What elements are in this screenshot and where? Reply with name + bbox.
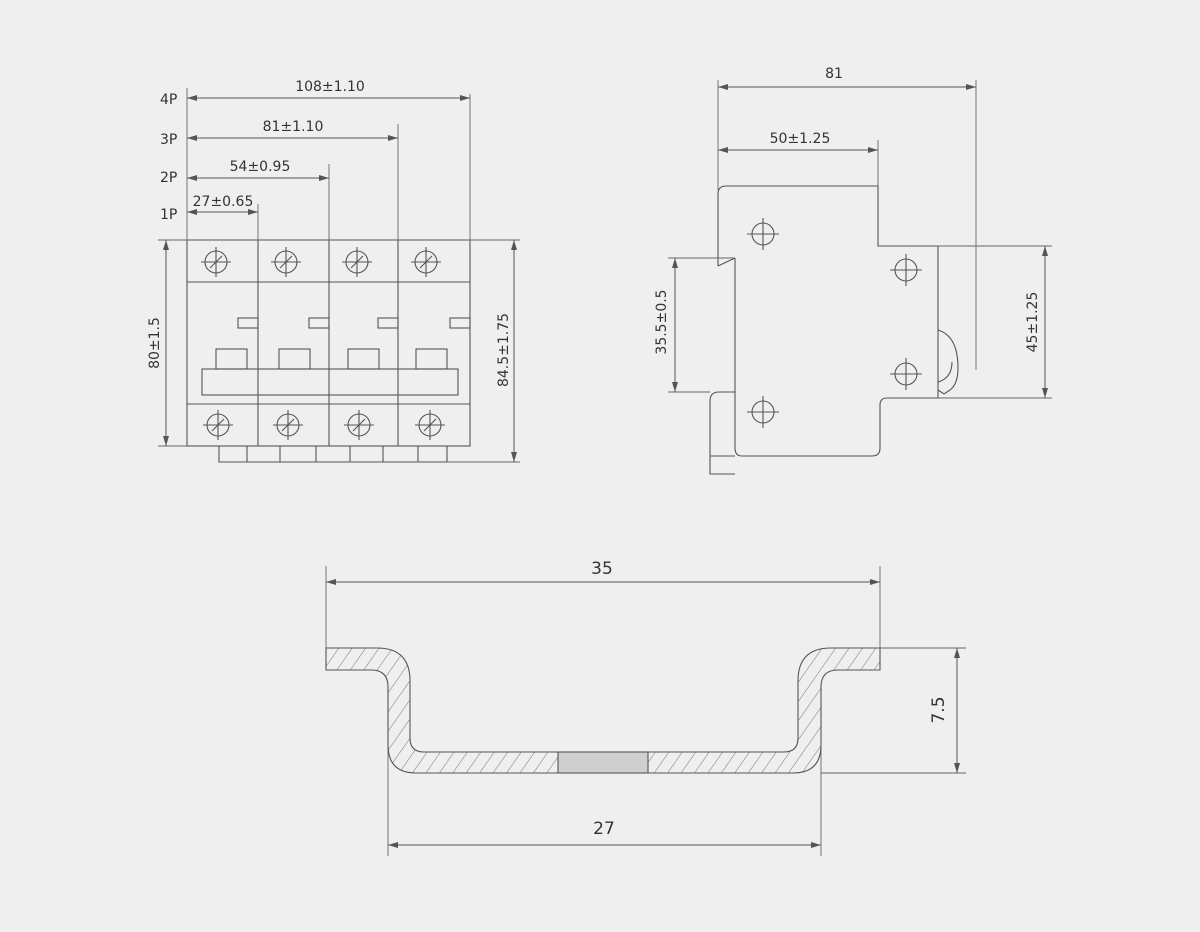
pole-label-3p: 3P [160, 132, 177, 148]
rail-view: 35 27 7.5 [325, 559, 966, 856]
pole-label-4p: 4P [160, 92, 177, 108]
dim-4p-label: 108±1.10 [295, 79, 365, 95]
dim-overall-width-label: 81 [825, 66, 843, 82]
front-view: 108±1.10 81±1.10 54±0.95 27±0.65 4P 3P 2… [147, 79, 520, 463]
dim-height-left-label: 80±1.5 [147, 317, 163, 369]
dim-rail-bottom-label: 27 [593, 819, 615, 839]
pole-label-2p: 2P [160, 170, 177, 186]
dim-rail-height-label: 7.5 [929, 696, 949, 723]
dim-3p: 81±1.10 [187, 119, 398, 141]
dim-rail-top-label: 35 [591, 559, 613, 579]
dim-overall-width: 81 [718, 66, 976, 90]
dim-height-right-label: 84.5±1.75 [496, 313, 512, 387]
rail-profile [325, 647, 881, 774]
dim-4p: 108±1.10 [187, 79, 470, 101]
dim-rail-top: 35 [326, 559, 880, 585]
top-terminal-screws [201, 247, 441, 277]
dim-height-left: 80±1.5 [147, 240, 169, 446]
dim-1p: 27±0.65 [187, 194, 258, 215]
dim-rail-bottom: 27 [388, 819, 821, 848]
dim-height-right: 84.5±1.75 [496, 240, 517, 462]
dim-2p-label: 54±0.95 [230, 159, 291, 175]
bottom-terminal-screws [203, 410, 445, 440]
dim-2p: 54±0.95 [187, 159, 329, 181]
pole-label-1p: 1P [160, 207, 177, 223]
dim-right-height-label: 45±1.25 [1025, 292, 1041, 353]
dim-left-height: 35.5±0.5 [654, 258, 678, 392]
dim-right-height: 45±1.25 [1025, 246, 1048, 398]
dim-left-height-label: 35.5±0.5 [654, 289, 670, 354]
side-view: 81 50±1.25 35.5±0.5 45±1.25 [654, 66, 1052, 475]
dim-upper-width-label: 50±1.25 [770, 131, 831, 147]
dim-rail-height: 7.5 [929, 648, 960, 773]
rail-center-insert [557, 751, 649, 774]
dim-upper-width: 50±1.25 [718, 131, 878, 153]
handle-bar [201, 368, 459, 396]
dim-3p-label: 81±1.10 [263, 119, 324, 135]
dim-1p-label: 27±0.65 [193, 194, 254, 210]
